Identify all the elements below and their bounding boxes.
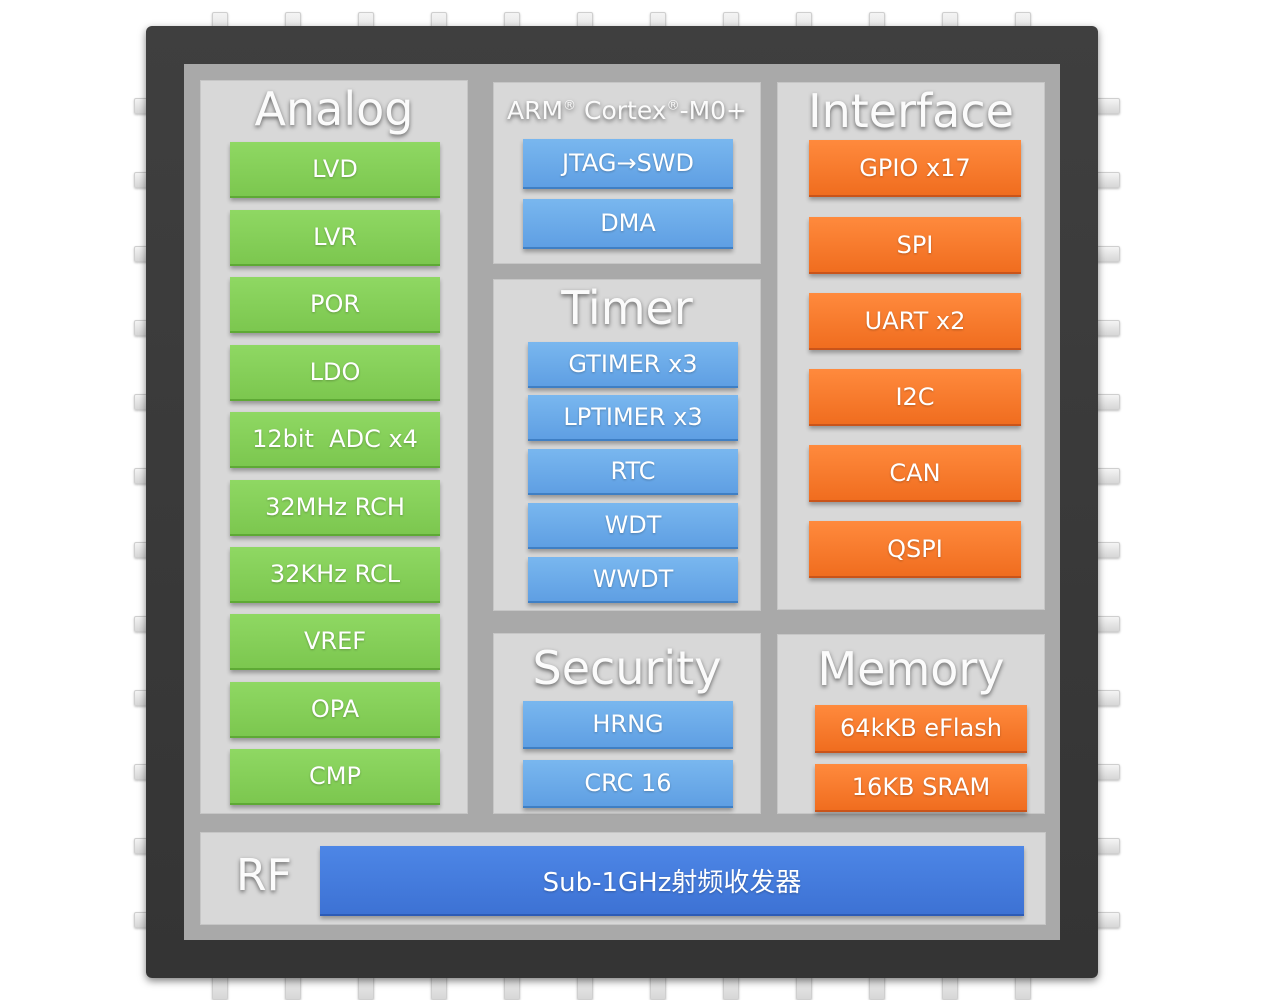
interface-title: Interface (808, 84, 1014, 138)
timer-block-wdt: WDT (528, 503, 738, 549)
interface-block-gpio: GPIO x17 (809, 140, 1021, 197)
rf-block-sub1ghz-transceiver: Sub-1GHz射频收发器 (320, 846, 1024, 916)
timer-block-wwdt: WWDT (528, 557, 738, 603)
interface-block-qspi: QSPI (809, 521, 1021, 578)
analog-block-lvr: LVR (230, 210, 440, 266)
rf-title: RF (236, 850, 292, 901)
interface-block-can: CAN (809, 445, 1021, 502)
memory-title: Memory (817, 642, 1005, 696)
security-block-hrng: HRNG (523, 701, 733, 749)
memory-block-eflash: 64kKB eFlash (815, 705, 1027, 753)
analog-block-adc: 12bit ADC x4 (230, 412, 440, 468)
timer-block-gtimer: GTIMER x3 (528, 342, 738, 388)
interface-block-i2c: I2C (809, 369, 1021, 426)
cpu-block-jtag-swd: JTAG→SWD (523, 139, 733, 189)
security-title: Security (532, 641, 722, 695)
analog-block-rcl: 32KHz RCL (230, 547, 440, 603)
analog-block-cmp: CMP (230, 749, 440, 805)
timer-block-rtc: RTC (528, 449, 738, 495)
analog-block-vref: VREF (230, 614, 440, 670)
analog-block-opa: OPA (230, 682, 440, 738)
timer-block-lptimer: LPTIMER x3 (528, 395, 738, 441)
memory-block-sram: 16KB SRAM (815, 764, 1027, 812)
interface-block-spi: SPI (809, 217, 1021, 274)
cpu-block-dma: DMA (523, 199, 733, 249)
analog-block-rch: 32MHz RCH (230, 480, 440, 536)
analog-block-por: POR (230, 277, 440, 333)
timer-title: Timer (561, 281, 693, 335)
security-block-crc16: CRC 16 (523, 760, 733, 808)
interface-block-uart: UART x2 (809, 293, 1021, 350)
cpu-title: ARM® Cortex®-M0+ (506, 96, 748, 125)
analog-title: Analog (254, 82, 414, 136)
analog-block-lvd: LVD (230, 142, 440, 198)
analog-block-ldo: LDO (230, 345, 440, 401)
timer-panel: Timer (493, 279, 761, 611)
